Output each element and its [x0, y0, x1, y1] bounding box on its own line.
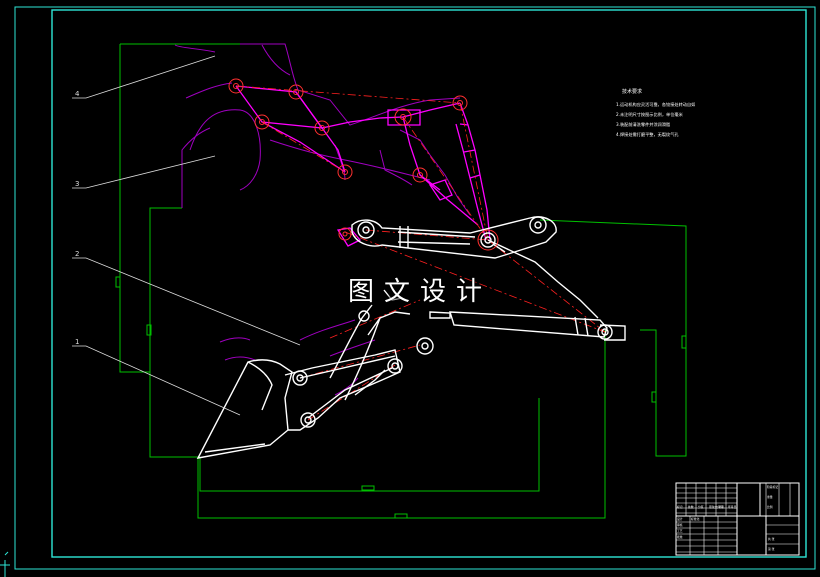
title-block-text: 标记 处数分区 更改文件号签名年月日设计审核工艺批准 标准化 阶段标记重量比例共 张第 … [677, 485, 778, 551]
drawing-frame [0, 6, 816, 577]
title-block-cell: 批准 [677, 535, 683, 539]
title-block-cell: 签名 [719, 505, 725, 509]
title-block-cell: 工艺 [677, 529, 683, 533]
notes-title: 技术要求 [622, 88, 642, 95]
title-block-cell: 第 张 [768, 547, 775, 551]
callout-leaders [72, 55, 301, 416]
machine-body-outline [115, 43, 687, 519]
title-block-cell: 设计 [677, 517, 683, 521]
title-block [675, 482, 800, 556]
title-block-cell: 分区 [698, 505, 704, 509]
title-block-cell: 阶段标记 [767, 485, 778, 489]
title-block-grid [676, 483, 799, 555]
technical-notes: 技术要求 1.运动机构应灵活可靠，各铰接处转动自如 2.未注明尺寸按图示比例，单… [616, 88, 695, 138]
notes-line-1: 1.运动机构应灵活可靠，各铰接处转动自如 [616, 101, 695, 108]
title-block-cell: 重量 [767, 495, 773, 499]
upper-linkage-magenta [174, 43, 471, 396]
title-block-cell: 审核 [677, 523, 683, 527]
callout-1: 1 [75, 338, 79, 346]
center-lines-red [235, 85, 606, 421]
title-block-cell: 共 张 [768, 537, 775, 541]
notes-line-3: 3.装配前清洗零件并涂润滑脂 [616, 121, 670, 128]
title-block-cell: 年月日 [728, 505, 737, 509]
notes-line-4: 4.焊接处需打磨平整，无裂纹气孔 [616, 131, 679, 138]
title-block-cell: 标准化 [691, 517, 700, 521]
white-mechanism [196, 216, 626, 459]
callout-2: 2 [75, 250, 79, 258]
notes-line-2: 2.未注明尺寸按图示比例，单位毫米 [616, 111, 684, 118]
title-block-cell: 比例 [767, 505, 773, 509]
callout-4: 4 [75, 90, 80, 98]
title-block-cell: 标记 [677, 505, 683, 509]
title-block-cell: 更改文件号 [709, 505, 723, 509]
callout-labels: 4 3 2 1 [75, 90, 80, 346]
title-block-cell: 处数 [688, 505, 694, 509]
callout-3: 3 [75, 180, 79, 188]
pivot-pins-red [228, 78, 499, 251]
